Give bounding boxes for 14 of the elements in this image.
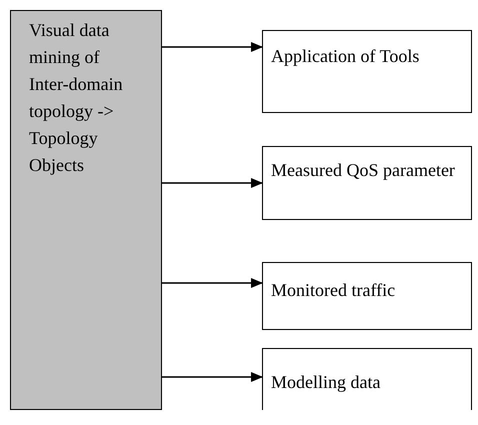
output-box bbox=[262, 348, 472, 410]
box-label: Application of Tools bbox=[271, 45, 420, 68]
box-label: Visual data mining of Inter-domain topology -> Topology Objects bbox=[29, 19, 124, 177]
arrow bbox=[162, 372, 263, 382]
output-box bbox=[262, 146, 472, 220]
arrow bbox=[162, 278, 263, 288]
box-label: Modelling data bbox=[271, 371, 382, 394]
arrow bbox=[162, 42, 263, 52]
topology-box bbox=[10, 10, 162, 410]
arrow bbox=[162, 178, 263, 188]
output-box bbox=[262, 30, 472, 113]
output-box bbox=[262, 262, 472, 330]
box-label: Measured QoS parameter bbox=[271, 159, 456, 182]
box-label: Monitored traffic bbox=[271, 279, 396, 302]
